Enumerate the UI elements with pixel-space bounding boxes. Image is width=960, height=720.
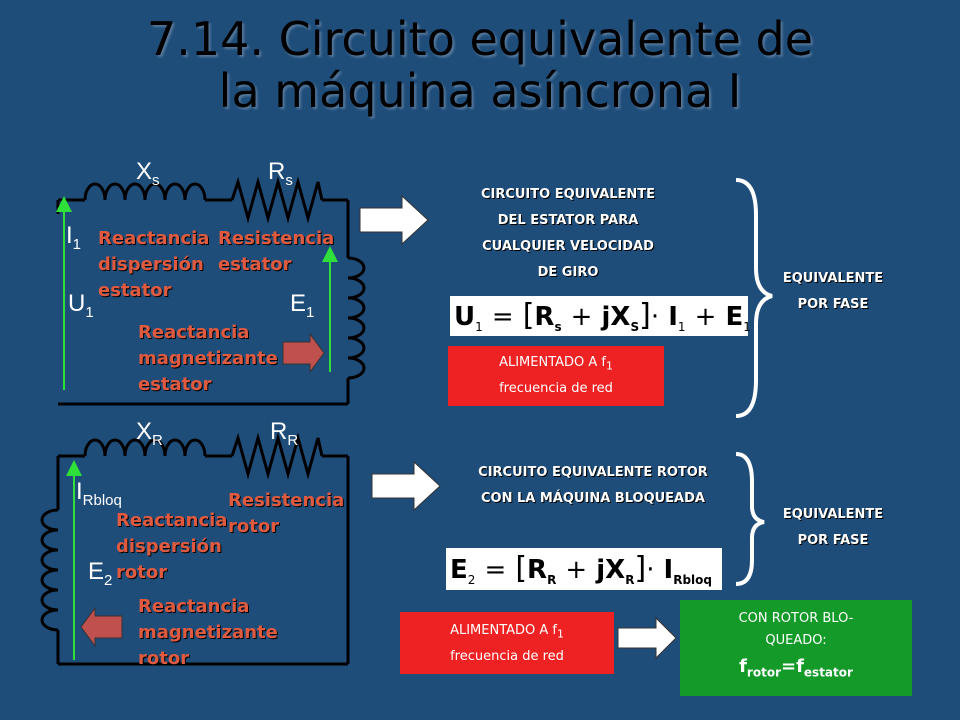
rotor-equation: E2 = [RR + jXR]· IRbloq xyxy=(446,548,722,590)
green-box-arrow xyxy=(617,616,677,660)
stator-resistor xyxy=(230,176,324,224)
rotor-e2-label: E2 xyxy=(88,558,113,589)
stator-e1-label: E1 xyxy=(290,290,315,321)
rotor-supply-box: ALIMENTADO A f1 frecuencia de red xyxy=(400,612,614,674)
stator-brace xyxy=(735,178,773,418)
slide-title-line2: la máquina asíncrona I xyxy=(218,64,742,118)
rotor-brace xyxy=(735,452,765,586)
stator-xs-label: Xs xyxy=(136,158,160,189)
rotor-circuit xyxy=(40,432,350,666)
rotor-xr-label: XR xyxy=(136,418,163,449)
stator-supply-box: ALIMENTADO A f1 frecuencia de red xyxy=(448,346,664,406)
stator-red-arrow xyxy=(282,332,325,374)
stator-u1-label: U1 xyxy=(68,290,94,321)
stator-equation: U1 = [Rs + jXS]· I1 + E1 xyxy=(450,296,751,336)
rotor-resistor xyxy=(230,432,324,480)
blocked-rotor-box: CON ROTOR BLO- QUEADO: frotor=festator xyxy=(680,600,912,696)
rotor-red-arrow xyxy=(80,606,123,648)
rotor-block-arrow xyxy=(371,460,441,512)
stator-magnetizing-coil xyxy=(347,256,366,380)
slide-title-line1: 7.14. Circuito equivalente de xyxy=(146,12,814,66)
rotor-reactance-coil xyxy=(83,438,207,457)
rotor-rr-label: RR xyxy=(270,418,299,449)
stator-i1-label: I1 xyxy=(66,222,82,253)
stator-rs-label: Rs xyxy=(268,158,293,189)
rotor-i-label: IRbloq xyxy=(76,478,122,509)
stator-block-arrow xyxy=(359,194,429,246)
stator-reactance-coil xyxy=(83,182,207,201)
rotor-magnetizing-coil xyxy=(40,508,59,632)
stator-circuit xyxy=(56,176,366,406)
